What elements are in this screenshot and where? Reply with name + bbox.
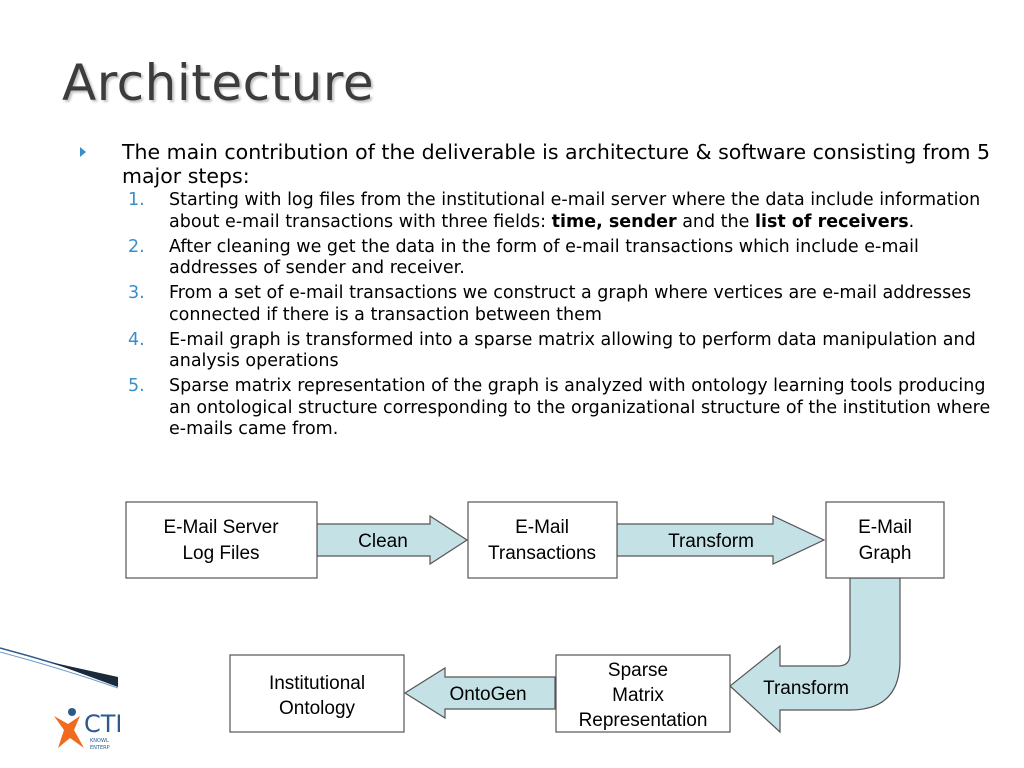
step-number: 3.: [128, 283, 145, 303]
transactions-line-1: E-Mail: [515, 517, 569, 538]
figure-logo-icon: [54, 708, 84, 748]
step-number: 4.: [128, 329, 145, 350]
step-number: 2.: [128, 236, 145, 257]
transactions-line-2: Transactions: [488, 543, 596, 564]
ontogen-arrow: [403, 666, 556, 720]
logo-sub-1: KNOWL: [90, 738, 109, 744]
step-item: 4. E-mail graph is transformed into a sp…: [128, 330, 1008, 373]
step-text-part: .: [908, 211, 915, 232]
architecture-diagram: Clean Transform Transform OntoGen E-Mail…: [125, 501, 945, 734]
step-item: 5. Sparse matrix representation of the g…: [128, 376, 1008, 441]
step-item: 3. From a set of e-mail transactions we …: [128, 283, 1008, 326]
step-item: 2. After cleaning we get the data in the…: [128, 237, 1008, 280]
main-bullet: The main contribution of the deliverable…: [78, 140, 1008, 188]
logo-sub-2: ENTERP: [90, 745, 110, 751]
graph-box: E-Mail Graph: [825, 501, 945, 579]
step-text: From a set of e-mail transactions we con…: [169, 283, 972, 325]
main-bullet-text: The main contribution of the deliverable…: [122, 140, 991, 188]
logo-text: CTIV: [84, 710, 120, 738]
clean-arrow: [316, 514, 469, 566]
log-files-line-1: E-Mail Server: [163, 517, 279, 538]
emphasis-receivers: list of receivers: [754, 211, 909, 232]
slide-title: Architecture: [62, 54, 375, 112]
step-number: 5.: [128, 376, 145, 396]
step-item: 1. Starting with log files from the inst…: [128, 190, 1008, 233]
transform-arrow-1-label: Transform: [668, 531, 754, 552]
log-files-box: E-Mail Server Log Files: [125, 501, 318, 579]
step-text: Sparse matrix representation of the grap…: [169, 376, 991, 439]
sparse-matrix-box: Sparse Matrix Representation: [555, 654, 731, 733]
decorative-swoosh: [0, 647, 119, 689]
sparse-line-2: Matrix: [612, 685, 664, 706]
bullet-arrow-icon: [80, 147, 86, 157]
graph-line-1: E-Mail: [858, 517, 912, 538]
step-text-part: Starting with log files from the institu…: [169, 190, 981, 232]
ontology-box: Institutional Ontology: [229, 654, 405, 733]
step-text-part: and the: [676, 211, 755, 232]
step-number: 1.: [128, 190, 145, 210]
sparse-line-3: Representation: [579, 710, 708, 731]
graph-line-2: Graph: [859, 543, 912, 564]
clean-arrow-label: Clean: [358, 531, 408, 552]
transform-arrow-2: [729, 577, 901, 734]
step-text: Starting with log files from the institu…: [169, 190, 980, 232]
ontogen-arrow-label: OntoGen: [449, 684, 526, 705]
transform-arrow-1: [616, 515, 826, 565]
sparse-line-1: Sparse: [608, 660, 668, 681]
ontology-line-2: Ontology: [279, 698, 356, 719]
ontology-line-1: Institutional: [269, 673, 365, 694]
slide-content: The main contribution of the deliverable…: [78, 140, 1008, 444]
emphasis-time: time: [551, 211, 597, 232]
emphasis-comma: ,: [596, 211, 609, 232]
log-files-line-2: Log Files: [182, 543, 259, 564]
emphasis-sender: sender: [608, 211, 677, 232]
step-text: E-mail graph is transformed into a spars…: [169, 329, 976, 372]
transactions-box: E-Mail Transactions: [467, 501, 618, 579]
steps-list: 1. Starting with log files from the inst…: [78, 190, 1008, 441]
step-text: After cleaning we get the data in the fo…: [169, 236, 919, 279]
transform-arrow-2-label: Transform: [763, 678, 849, 699]
